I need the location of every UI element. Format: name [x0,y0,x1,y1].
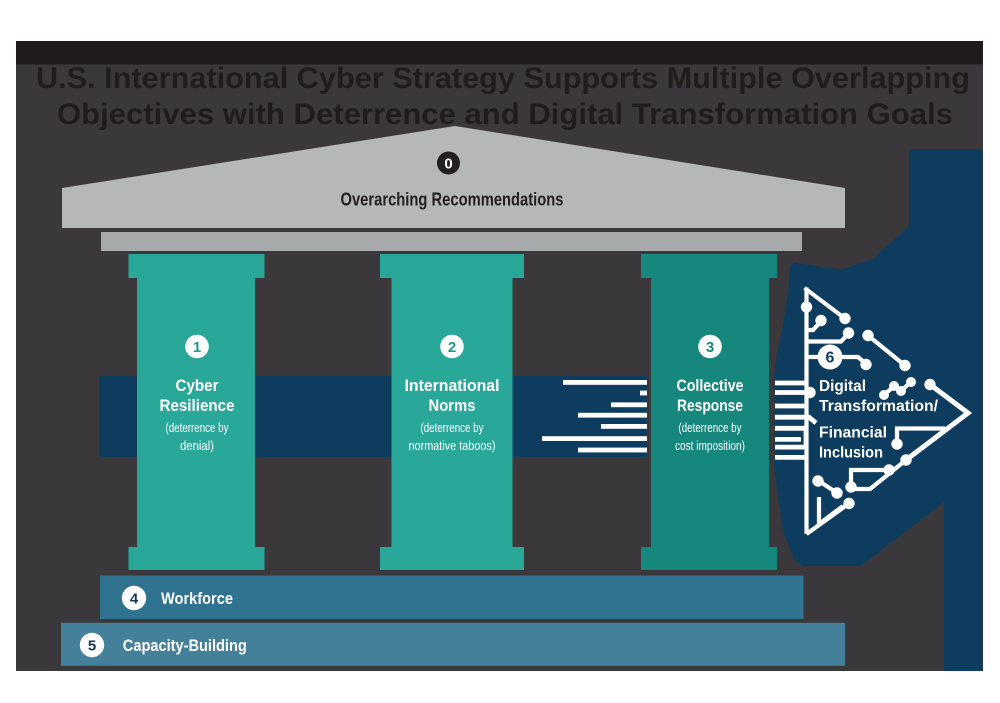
svg-text:(deterrence by: (deterrence by [166,420,229,435]
svg-text:cost imposition): cost imposition) [675,438,745,453]
svg-text:0: 0 [444,156,452,173]
svg-text:(deterrence by: (deterrence by [421,420,484,435]
svg-text:5: 5 [88,638,96,655]
svg-text:Cyber: Cyber [176,376,219,395]
svg-text:3: 3 [706,339,714,356]
svg-text:1: 1 [193,339,201,356]
svg-text:Norms: Norms [429,396,476,415]
svg-text:2: 2 [448,339,456,356]
svg-text:Resilience: Resilience [160,396,235,415]
svg-text:Objectives with Deterrence and: Objectives with Deterrence and Digital T… [57,98,953,131]
svg-text:Financial: Financial [819,425,887,442]
svg-text:Transformation/: Transformation/ [819,398,939,415]
svg-text:Digital: Digital [819,378,866,395]
svg-text:Overarching Recommendations: Overarching Recommendations [341,189,564,210]
svg-text:Inclusion: Inclusion [819,445,883,462]
svg-text:U.S. International Cyber Strat: U.S. International Cyber Strategy Suppor… [36,62,970,95]
svg-text:Capacity-Building: Capacity-Building [123,636,247,655]
svg-text:Workforce: Workforce [161,589,233,608]
svg-text:denial): denial) [180,438,214,453]
svg-text:6: 6 [826,350,835,367]
svg-text:(deterrence by: (deterrence by [679,420,742,435]
svg-text:Response: Response [677,396,743,415]
svg-text:4: 4 [130,591,139,608]
svg-text:Collective: Collective [677,376,744,395]
svg-text:normative taboos): normative taboos) [409,438,496,453]
svg-text:International: International [405,376,500,395]
